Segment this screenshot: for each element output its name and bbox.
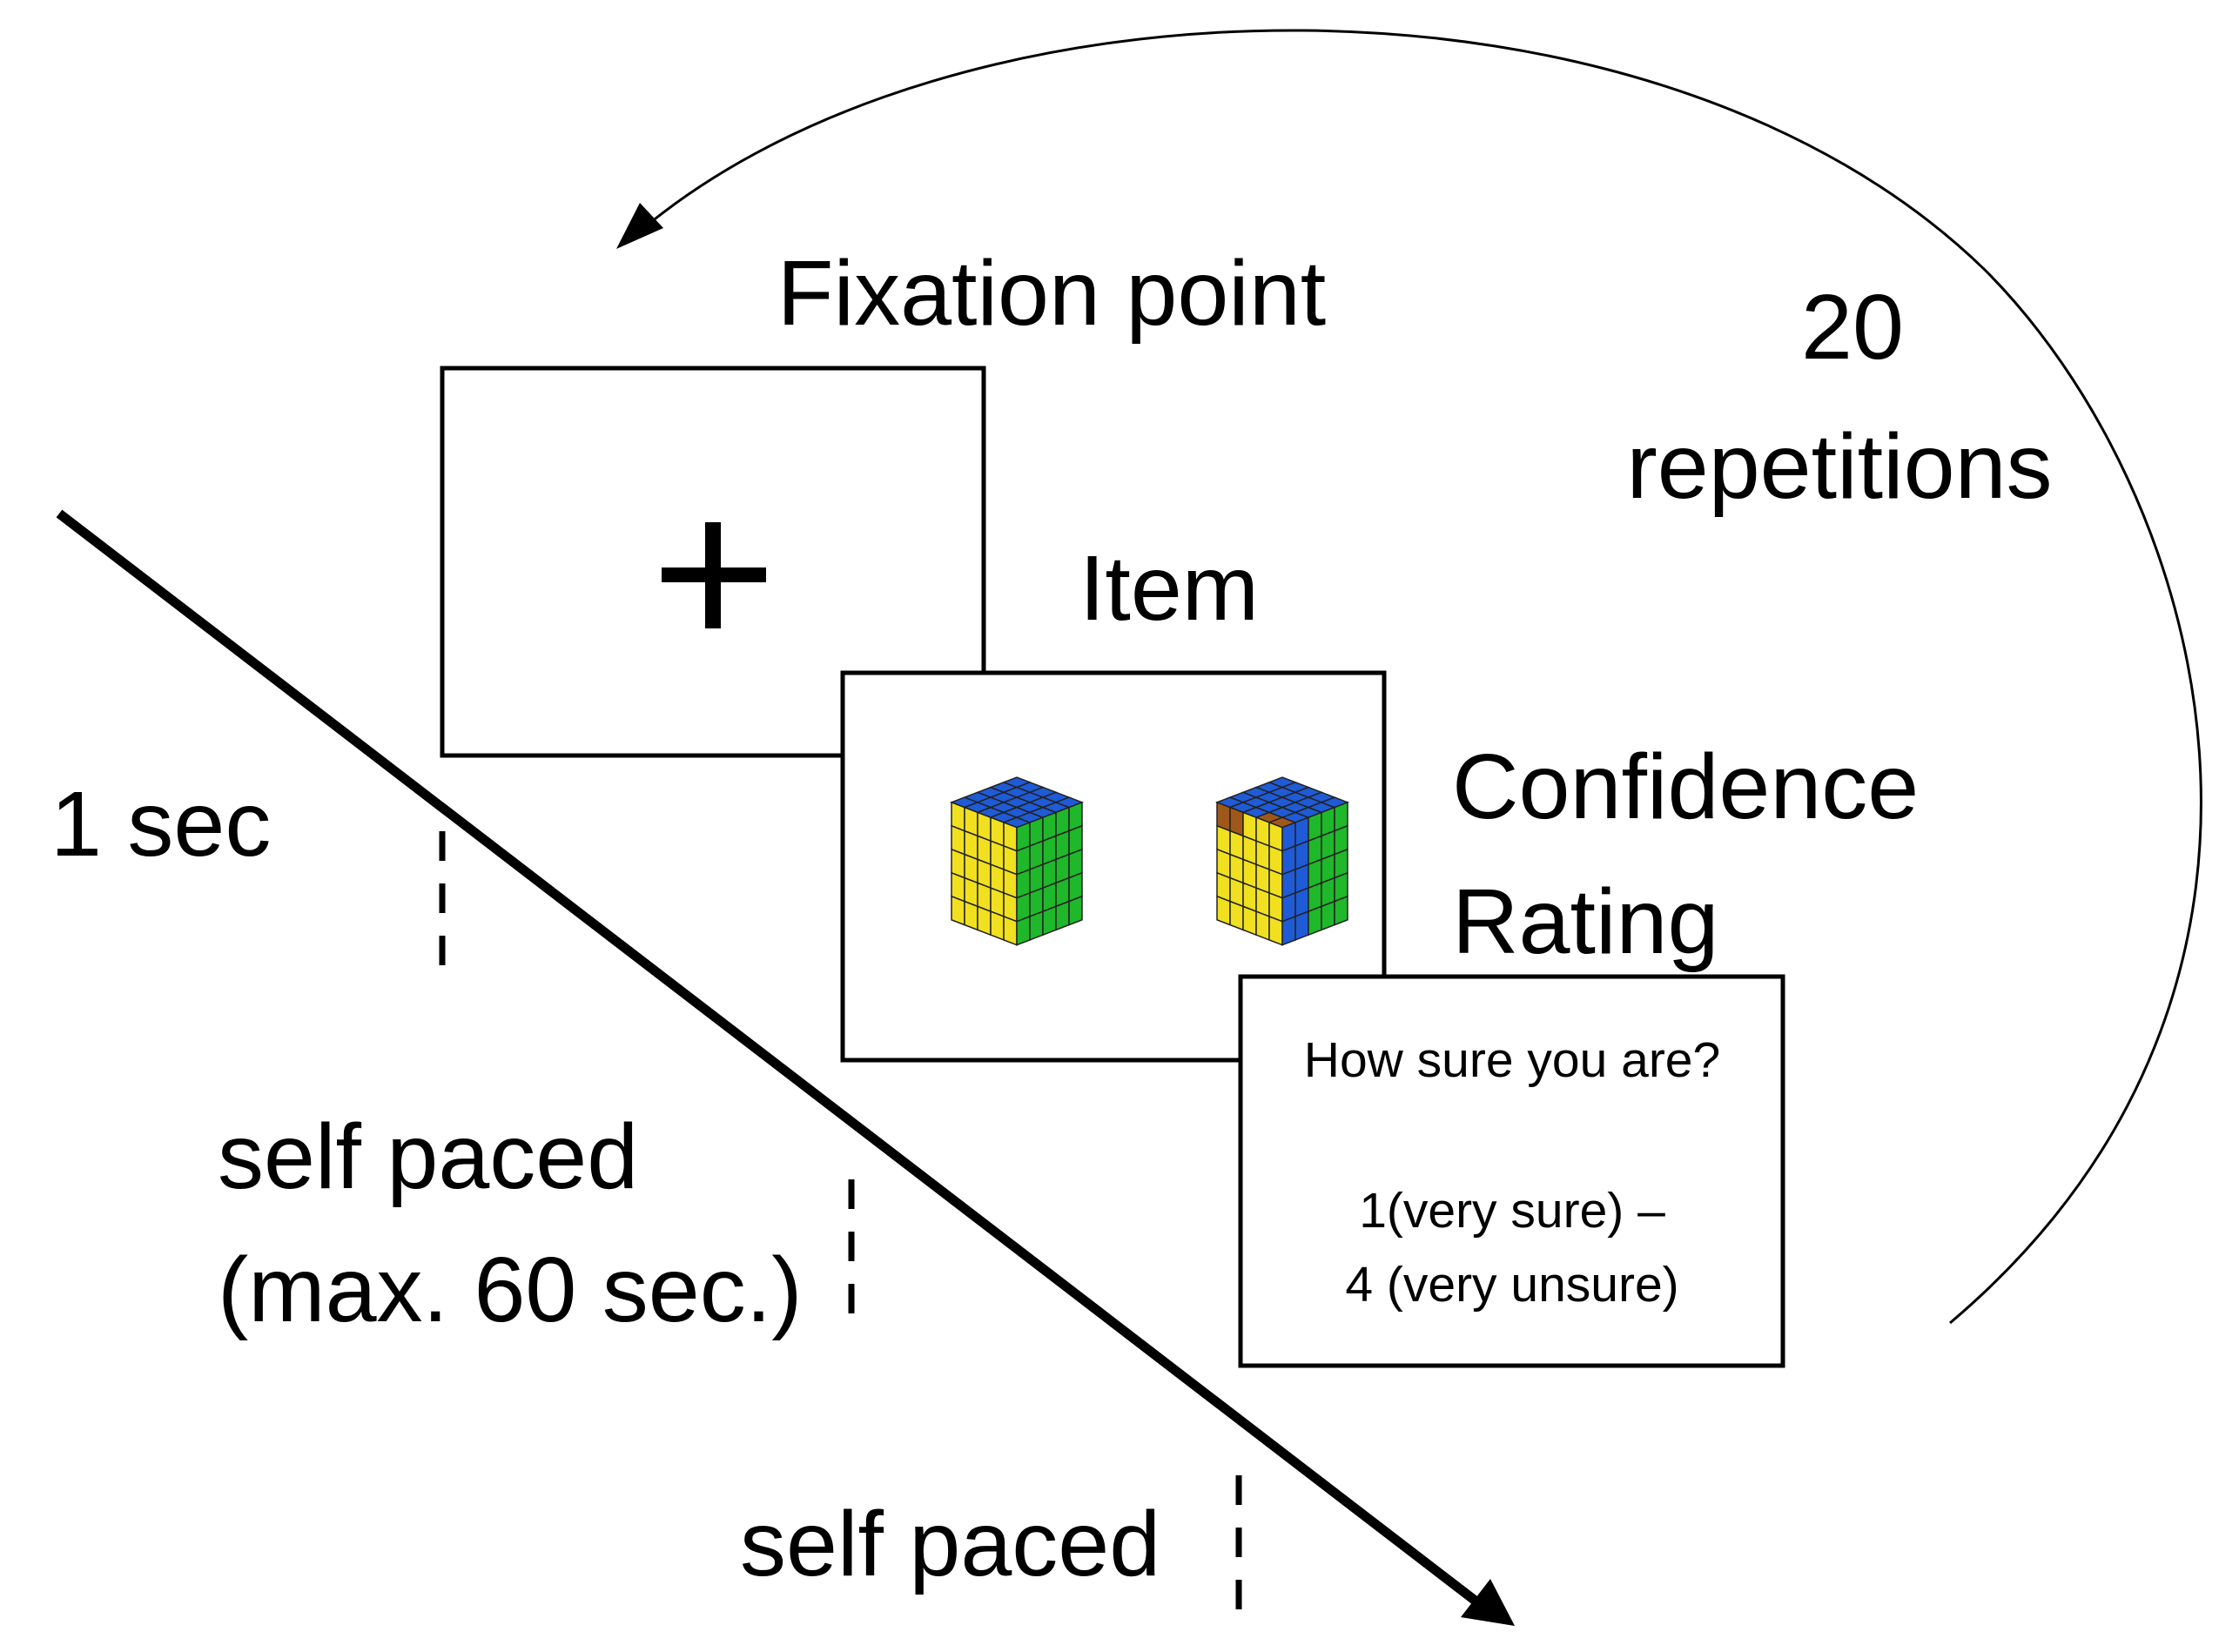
cube-right-sticker — [1321, 900, 1335, 931]
rating-screen-title-line2: Rating — [1452, 870, 1718, 973]
rating-duration-label: self paced — [740, 1493, 1160, 1595]
loop-count-label: 20 — [1801, 276, 1904, 379]
loop-unit-label: repetitions — [1626, 415, 2052, 518]
cube-left-sticker — [1216, 895, 1231, 926]
cube-right-sticker — [1068, 895, 1083, 926]
repetition-loop-arrowhead — [616, 203, 663, 249]
cube-right-sticker — [1016, 915, 1031, 946]
cube-right-sticker — [1281, 915, 1296, 946]
cube-left-sticker — [1229, 900, 1244, 931]
cube-right-sticker — [1294, 910, 1309, 942]
cube-left-sticker — [964, 900, 978, 931]
timeline-arrowhead — [1461, 1579, 1515, 1626]
cube-left-sticker — [1242, 905, 1257, 937]
cube-left-sticker — [990, 910, 1005, 942]
cube-left-sticker — [1255, 910, 1270, 942]
cube-right-sticker — [1308, 905, 1322, 937]
timeline-arrow-line — [56, 509, 1488, 1612]
fixation-cross-vertical — [705, 522, 721, 628]
item-duration-label-line1: self paced — [218, 1105, 638, 1208]
fixation-duration-label: 1 sec — [50, 773, 271, 876]
rating-scale-line2: 4 (very unsure) — [1345, 1257, 1678, 1313]
rating-question: How sure you are? — [1304, 1032, 1720, 1088]
cube-left-sticker — [1003, 915, 1018, 946]
fixation-screen-title: Fixation point — [777, 242, 1326, 345]
cube-right-sticker — [1029, 910, 1044, 942]
cube-right-sticker — [1042, 905, 1057, 937]
rating-screen — [1238, 974, 1785, 1368]
cube-right-sticker — [1055, 900, 1070, 931]
cube-left — [949, 776, 1085, 946]
rating-screen-title-line1: Confidence — [1452, 735, 1919, 838]
cube-left-sticker — [1268, 915, 1283, 946]
rating-scale-line1: 1(very sure) – — [1359, 1183, 1665, 1239]
cube-right-sticker — [1334, 895, 1348, 926]
repetition-loop-arc — [635, 29, 2202, 1325]
cube-left-sticker — [951, 895, 965, 926]
item-duration-label-line2: (max. 60 sec.) — [218, 1239, 803, 1341]
cube-right — [1214, 776, 1350, 946]
cube-left-sticker — [977, 905, 992, 937]
item-screen-title: Item — [1079, 537, 1259, 640]
